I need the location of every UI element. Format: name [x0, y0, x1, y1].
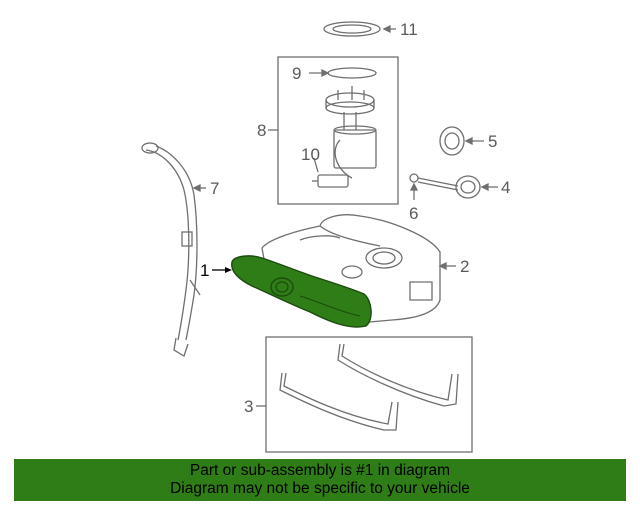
callout-11: 11 [400, 20, 418, 39]
callout-8: 8 [257, 121, 266, 140]
callout-10: 10 [301, 145, 320, 164]
callout-1: 1 [200, 261, 209, 280]
banner-line-1: Part or sub-assembly is #1 in diagram [189, 462, 451, 479]
callout-4: 4 [501, 178, 510, 197]
callout-2: 2 [460, 257, 469, 276]
fuel-cap-part-4[interactable] [455, 175, 498, 199]
fuel-pump-module-part-8[interactable] [268, 56, 399, 205]
callout-9: 9 [292, 64, 301, 83]
seal-ring-part-11[interactable] [323, 21, 396, 37]
info-banner: Part or sub-assembly is #1 in diagram Di… [14, 459, 626, 501]
callout-7: 7 [210, 179, 219, 198]
tank-straps-part-3[interactable] [256, 336, 473, 453]
callout-6: 6 [409, 204, 418, 223]
fuel-tank-shield-part-1[interactable] [212, 255, 372, 328]
callout-5: 5 [488, 132, 497, 151]
fuel-cap-part-5[interactable] [439, 126, 484, 156]
filler-pipe-part-7[interactable] [141, 142, 206, 357]
bolt-part-6[interactable] [409, 173, 459, 200]
callout-3: 3 [244, 397, 253, 416]
banner-line-2: Diagram may not be specific to your vehi… [170, 480, 470, 497]
